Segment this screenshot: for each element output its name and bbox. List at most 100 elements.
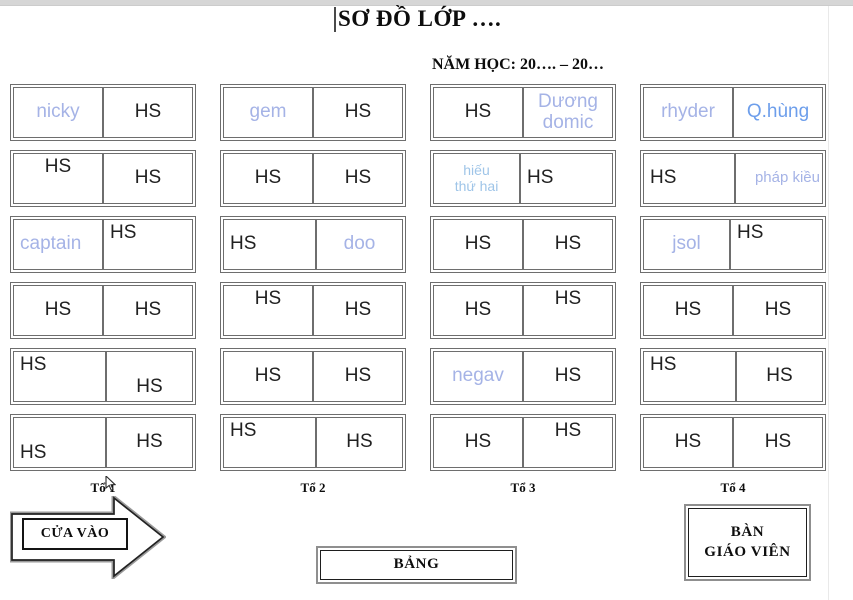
- seat-label: HS: [554, 288, 582, 309]
- teacher-desk-outer-border: BÀN GIÁO VIÊN: [684, 504, 811, 581]
- page-title[interactable]: SƠ ĐỒ LỚP ….: [338, 6, 502, 31]
- seat[interactable]: HS: [106, 351, 193, 402]
- seat[interactable]: HS: [223, 285, 313, 336]
- seat[interactable]: HS: [106, 417, 193, 468]
- seat-label: HS: [230, 233, 257, 255]
- seat[interactable]: HS: [643, 153, 735, 204]
- board-outer-border: BẢNG: [316, 546, 517, 584]
- seat[interactable]: HS: [433, 219, 523, 270]
- seat[interactable]: HS: [103, 285, 193, 336]
- seat[interactable]: HS: [643, 417, 733, 468]
- seat-label: HS: [136, 376, 163, 398]
- desk-row-5: HS HS: [640, 348, 826, 405]
- seat[interactable]: HS: [223, 153, 313, 204]
- seat-label: HS: [134, 299, 162, 321]
- school-year-subtitle[interactable]: NĂM HỌC: 20…. – 20…: [432, 56, 604, 73]
- seat-label: HS: [554, 365, 582, 387]
- seat[interactable]: HS: [730, 219, 823, 270]
- seat[interactable]: HS: [523, 219, 613, 270]
- seat[interactable]: HS: [13, 351, 106, 402]
- seat[interactable]: negav: [433, 351, 523, 402]
- seat-label: HS: [737, 222, 764, 243]
- seat[interactable]: HS: [643, 351, 736, 402]
- desk-row-6: HS HS: [10, 414, 196, 471]
- seat-label: HS: [554, 420, 582, 441]
- seat-label: HS: [464, 431, 492, 453]
- desk-row-5: negav HS: [430, 348, 616, 405]
- desk-row-1: gem HS: [220, 84, 406, 141]
- seat[interactable]: HS: [433, 417, 523, 468]
- seat[interactable]: jsol: [643, 219, 730, 270]
- group-label: Tổ 3: [510, 480, 536, 495]
- seat-label: HS: [20, 442, 47, 464]
- seat[interactable]: doo: [316, 219, 403, 270]
- seat-label: HS: [134, 101, 162, 123]
- teacher-desk-box[interactable]: BÀN GIÁO VIÊN: [684, 504, 811, 581]
- seat[interactable]: HS: [523, 285, 613, 336]
- desk-row-2: hiếu thứ hai HS: [430, 150, 616, 207]
- seat[interactable]: HS: [733, 285, 823, 336]
- seat[interactable]: HS: [13, 285, 103, 336]
- group-label: Tổ 1: [90, 480, 116, 495]
- seat-label: HS: [344, 365, 372, 387]
- seat-label: HS: [464, 299, 492, 321]
- seat[interactable]: HS: [103, 153, 193, 204]
- desk-row-3: jsol HS: [640, 216, 826, 273]
- desk-row-3: HS HS: [430, 216, 616, 273]
- desk-row-1: HS Dương domic: [430, 84, 616, 141]
- seat-label: HS: [346, 431, 373, 453]
- seat[interactable]: HS: [13, 153, 103, 204]
- seat-label: HS: [554, 233, 582, 255]
- seat-label: HS: [527, 167, 554, 189]
- seat-label: HS: [764, 431, 792, 453]
- seat[interactable]: HS: [520, 153, 613, 204]
- seat[interactable]: HS: [223, 351, 313, 402]
- seat[interactable]: HS: [523, 417, 613, 468]
- seat-label: HS: [344, 101, 372, 123]
- seat[interactable]: HS: [316, 417, 403, 468]
- seat[interactable]: HS: [313, 153, 403, 204]
- seat-label: HS: [344, 167, 372, 189]
- seat[interactable]: HS: [313, 285, 403, 336]
- seat[interactable]: HS: [523, 351, 613, 402]
- seat[interactable]: hiếu thứ hai: [433, 153, 520, 204]
- desk-row-5: HS HS: [220, 348, 406, 405]
- desk-row-4: HS HS: [430, 282, 616, 339]
- seat[interactable]: HS: [643, 285, 733, 336]
- seat[interactable]: Q.hùng: [733, 87, 823, 138]
- seat[interactable]: HS: [223, 417, 316, 468]
- seat[interactable]: HS: [13, 417, 106, 468]
- seat[interactable]: HS: [433, 285, 523, 336]
- desk-row-5: HS HS: [10, 348, 196, 405]
- desk-row-2: HS HS: [10, 150, 196, 207]
- seat[interactable]: gem: [223, 87, 313, 138]
- seat-label: HS: [254, 167, 282, 189]
- seat[interactable]: HS: [313, 351, 403, 402]
- seat-label: HS: [134, 167, 162, 189]
- seat-label: hiếu thứ hai: [454, 162, 499, 194]
- seat[interactable]: rhyder: [643, 87, 733, 138]
- seat[interactable]: HS: [433, 87, 523, 138]
- seat[interactable]: HS: [223, 219, 316, 270]
- entrance-label[interactable]: CỬA VÀO: [22, 518, 128, 550]
- seat-label: gem: [249, 101, 287, 123]
- board-box[interactable]: BẢNG: [316, 546, 517, 584]
- seat[interactable]: HS: [733, 417, 823, 468]
- entrance-arrow[interactable]: CỬA VÀO: [10, 496, 166, 579]
- seat[interactable]: nicky: [13, 87, 103, 138]
- seat[interactable]: captain: [13, 219, 103, 270]
- seat-label: HS: [464, 101, 492, 123]
- seat-label: HS: [44, 299, 72, 321]
- seat[interactable]: pháp kiều: [735, 153, 823, 204]
- seat[interactable]: HS: [103, 219, 193, 270]
- seat[interactable]: HS: [103, 87, 193, 138]
- seat[interactable]: HS: [313, 87, 403, 138]
- seat[interactable]: Dương domic: [523, 87, 613, 138]
- seat-label: HS: [464, 233, 492, 255]
- seat[interactable]: HS: [736, 351, 823, 402]
- seat-label: HS: [766, 365, 793, 387]
